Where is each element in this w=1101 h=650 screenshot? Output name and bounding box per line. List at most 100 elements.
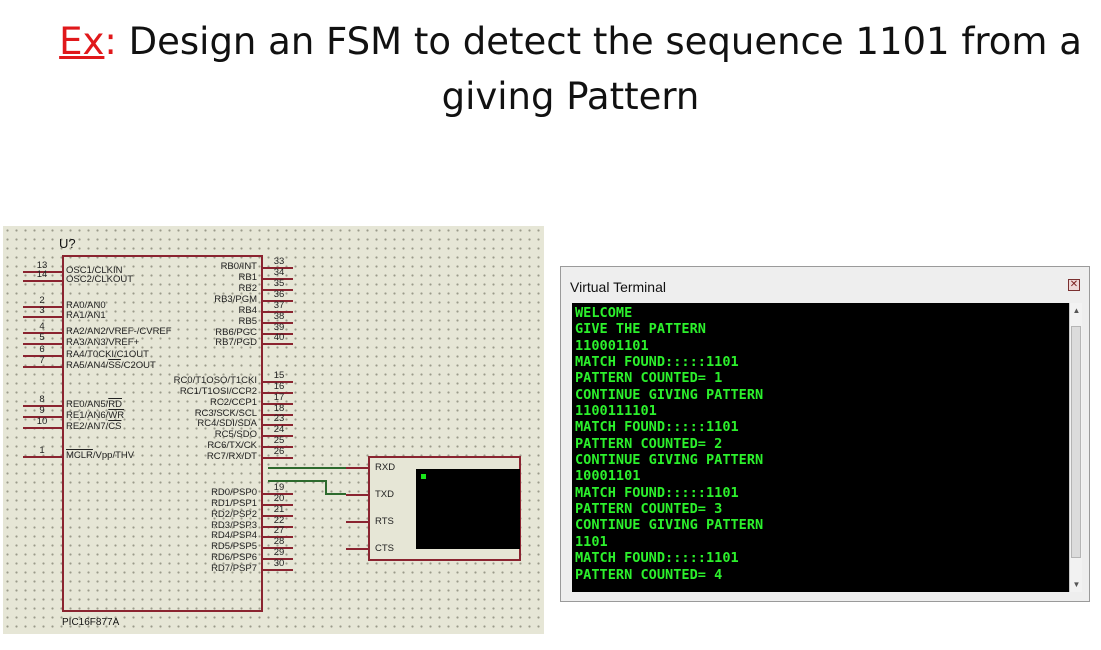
scrollbar-thumb[interactable] [1071, 326, 1081, 558]
pin-label: RC4/SDI/SDA [197, 418, 257, 429]
pin-lead [263, 558, 293, 560]
terminal-screen[interactable]: WELCOME GIVE THE PATTERN 110001101 MATCH… [572, 303, 1069, 592]
pin-txd: TXD [375, 489, 394, 500]
pin-lead [263, 424, 293, 426]
pin-label: RA0/AN0 [66, 300, 106, 311]
pin-lead [263, 493, 293, 495]
pin-lead [263, 289, 293, 291]
pin-label: RB6/PGC [215, 327, 257, 338]
pin-label: RB5 [238, 316, 257, 327]
wire-rx-txd-2 [325, 480, 327, 495]
pin-label: RD4/PSP4 [211, 530, 257, 541]
pin-number: 26 [273, 446, 285, 457]
pin-label: RC7/RX/DT [206, 451, 257, 462]
pin-number: 21 [273, 504, 285, 515]
pin-label: RA2/AN2/VREF-/CVREF [66, 326, 172, 337]
scroll-up-icon[interactable]: ▲ [1072, 306, 1081, 315]
pin-label: RC5/SDO [214, 429, 257, 440]
pin-number: 40 [273, 332, 285, 343]
pin-label: RB0/INT [220, 261, 257, 272]
pin-number: 2 [39, 295, 45, 306]
pin-lead [263, 322, 293, 324]
pin-label: RC2/CCP1 [210, 397, 257, 408]
pin-number: 35 [273, 278, 285, 289]
pin-number: 36 [273, 289, 285, 300]
pin-lead [263, 457, 293, 459]
pin-number: 33 [273, 256, 285, 267]
pin-lead [263, 381, 293, 383]
pin-number: 1 [39, 445, 45, 456]
pin-number: 28 [273, 536, 285, 547]
pin-number: 10 [36, 416, 48, 427]
pin-lead [23, 306, 63, 308]
pin-label: RB7/PGD [215, 337, 257, 348]
pin-label: RA1/AN1 [66, 310, 106, 321]
pin-number: 20 [273, 493, 285, 504]
pin-label: RB3/PGM [214, 294, 257, 305]
pin-number: 6 [39, 344, 45, 355]
wire-rx-txd-1 [268, 480, 326, 482]
pin-number: 5 [39, 332, 45, 343]
window-title: Virtual Terminal [570, 279, 666, 295]
pin-cts: CTS [375, 543, 394, 554]
pin-label: RD6/PSP6 [211, 552, 257, 563]
pin-number: 18 [273, 403, 285, 414]
pin-label: RE2/AN7/CS [66, 421, 122, 432]
title-prefix: Ex [59, 20, 105, 63]
pin-label: RC3/SCK/SCL [194, 408, 257, 419]
pin-lead [263, 392, 293, 394]
pin-number: 3 [39, 305, 45, 316]
pin-lead [23, 366, 63, 368]
scrollbar[interactable]: ▲ ▼ [1069, 303, 1082, 592]
pin-number: 23 [273, 413, 285, 424]
virtual-terminal-window[interactable]: Virtual Terminal ✕ WELCOME GIVE THE PATT… [560, 266, 1090, 602]
terminal-component-screen [416, 469, 520, 549]
pin-label: RD3/PSP3 [211, 520, 257, 531]
title-text: Design an FSM to detect the sequence 110… [116, 20, 1082, 118]
pin-number: 22 [273, 515, 285, 526]
pin-label: RD1/PSP1 [211, 498, 257, 509]
pin-number: 9 [39, 405, 45, 416]
pin-lead [263, 333, 293, 335]
pin-label: RC6/TX/CK [207, 440, 257, 451]
terminal-output: WELCOME GIVE THE PATTERN 110001101 MATCH… [575, 305, 764, 583]
pin-lead [263, 515, 293, 517]
pin-label: RE1/AN6/WR [66, 410, 125, 421]
pin-number: 38 [273, 311, 285, 322]
pin-number: 14 [36, 269, 48, 280]
pin-label: RE0/AN5/RD [66, 399, 122, 410]
pin-lead [23, 355, 63, 357]
slide-title: Ex: Design an FSM to detect the sequence… [40, 14, 1101, 124]
pin-lead [263, 435, 293, 437]
pin-lead [23, 280, 63, 282]
pin-label: RB1 [238, 272, 257, 283]
pin-label: RB4 [238, 305, 257, 316]
pin-lead [263, 300, 293, 302]
pin-label: RD7/PSP7 [211, 563, 257, 574]
pin-label: RA5/AN4/SS/C2OUT [66, 360, 156, 371]
pin-lead [263, 311, 293, 313]
close-icon[interactable]: ✕ [1068, 279, 1080, 291]
pin-label: OSC2/CLKOUT [66, 274, 134, 285]
pin-lead [263, 446, 293, 448]
pin-lead [23, 405, 63, 407]
pin-lead [263, 569, 293, 571]
wire-tx-rxd [268, 467, 346, 469]
pin-label: RD0/PSP0 [211, 487, 257, 498]
pin-label: RA4/T0CKI/C1OUT [66, 349, 149, 360]
pin-lead [23, 456, 63, 458]
pin-lead [263, 278, 293, 280]
component-reference: U? [59, 236, 76, 251]
pin-lead [23, 271, 63, 273]
pin-number: 8 [39, 394, 45, 405]
scroll-down-icon[interactable]: ▼ [1072, 580, 1081, 589]
terminal-cursor-icon [421, 474, 426, 479]
pin-lead [263, 536, 293, 538]
pin-lead [263, 526, 293, 528]
pin-number: 30 [273, 558, 285, 569]
pic16f877a-chip[interactable] [62, 255, 263, 612]
pin-label: RD5/PSP5 [211, 541, 257, 552]
pin-number: 17 [273, 392, 285, 403]
pin-rxd: RXD [375, 462, 396, 473]
